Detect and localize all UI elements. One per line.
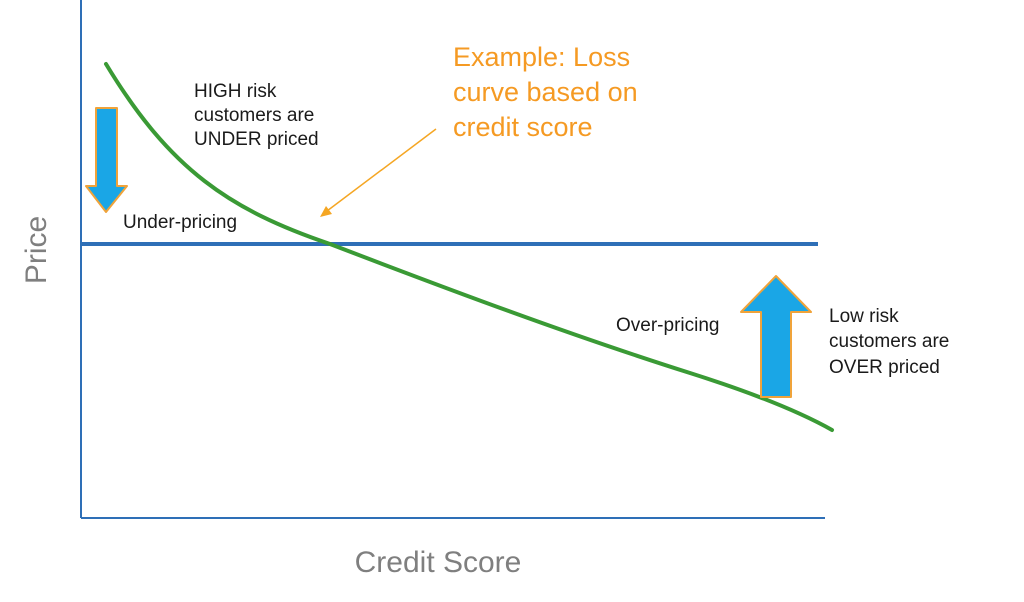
pointer-arrow-icon — [320, 128, 437, 217]
under-pricing-label: Under-pricing — [123, 212, 237, 233]
example-line-1: Example: Loss — [453, 42, 630, 72]
high-risk-line-2: customers are — [194, 105, 314, 126]
low-risk-line-2: customers are — [829, 331, 949, 352]
example-callout: Example: Loss curve based on credit scor… — [453, 42, 638, 142]
arrow-up-icon — [740, 275, 812, 398]
y-axis-label: Price — [20, 216, 53, 284]
loss-curve — [104, 62, 834, 432]
low-risk-note: Low risk customers are OVER priced — [829, 306, 949, 378]
high-risk-note: HIGH risk customers are UNDER priced — [194, 81, 319, 150]
x-axis-label: Credit Score — [355, 546, 522, 579]
low-risk-line-3: OVER priced — [829, 357, 940, 378]
high-risk-line-3: UNDER priced — [194, 129, 319, 150]
example-line-3: credit score — [453, 112, 593, 142]
arrow-down-icon — [85, 107, 128, 213]
example-line-2: curve based on — [453, 77, 638, 107]
high-risk-line-1: HIGH risk — [194, 81, 277, 102]
over-pricing-label: Over-pricing — [616, 315, 719, 336]
low-risk-line-1: Low risk — [829, 306, 899, 327]
